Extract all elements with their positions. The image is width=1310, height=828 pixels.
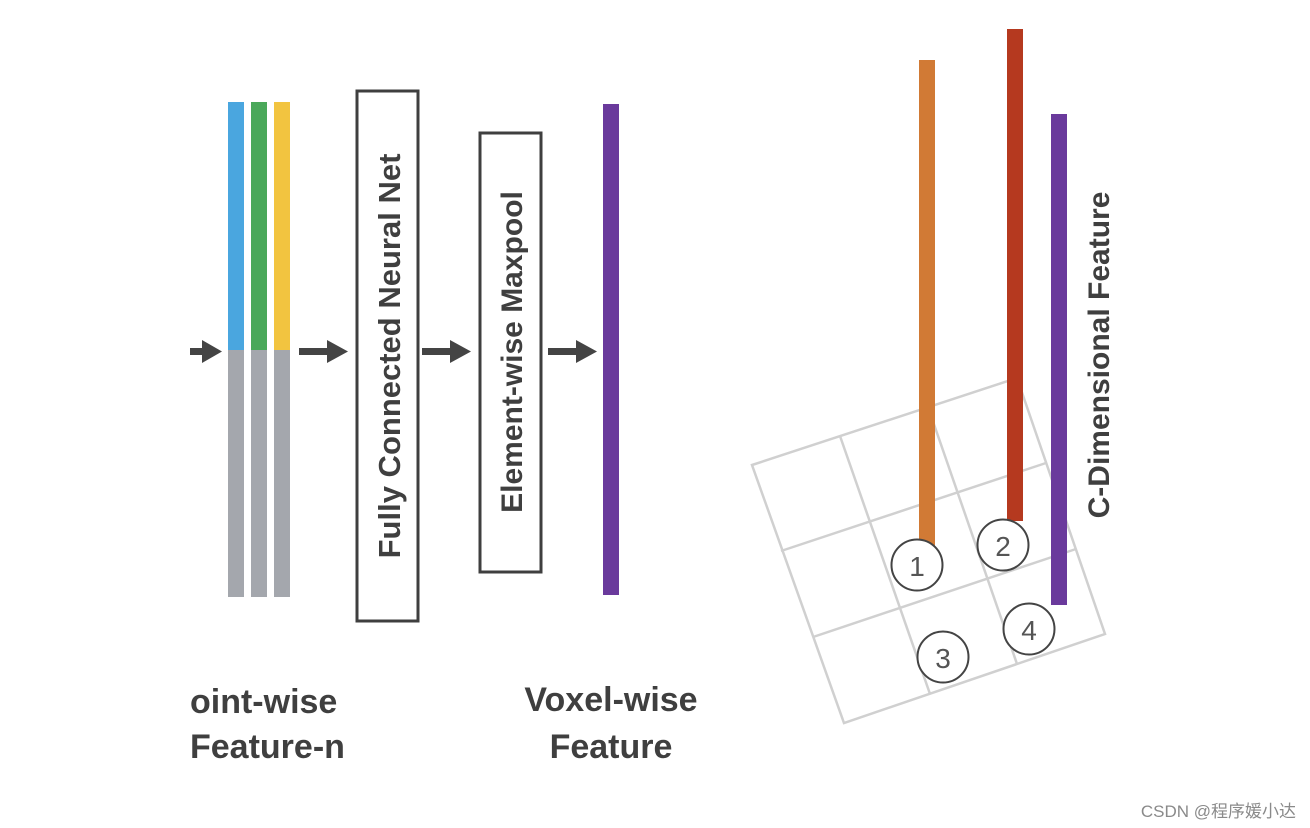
- point-number-2: 2: [995, 531, 1011, 562]
- voxelwise-caption-line2: Feature: [550, 728, 673, 766]
- arrow-right-icon: [299, 340, 348, 363]
- point-number-1: 1: [909, 551, 925, 582]
- feature-bar-green-bottom: [251, 350, 267, 597]
- point-number-3: 3: [935, 643, 951, 674]
- feature-bar-yellow-top: [274, 102, 290, 350]
- arrow-icons: [190, 340, 597, 363]
- point-marker-1: 1: [890, 538, 944, 592]
- fcn-box: Fully Connected Neural Net: [355, 89, 420, 623]
- maxpool-label: Element-wise Maxpool: [496, 191, 529, 513]
- arrow-right-icon: [422, 340, 471, 363]
- pointwise-feature-bars: [228, 102, 290, 597]
- voxelwise-caption-line1: Voxel-wise: [524, 681, 697, 719]
- c-dimensional-feature-bar: [1051, 114, 1067, 605]
- feature-bar-blue-bottom: [228, 350, 244, 597]
- pointwise-caption-line2: Feature-n: [190, 728, 345, 766]
- feature-bar-blue-top: [228, 102, 244, 350]
- point-feature-bar-orange: [919, 60, 935, 552]
- point-feature-bar-red: [1007, 29, 1023, 521]
- arrow-right-icon: [548, 340, 597, 363]
- feature-bar-yellow-bottom: [274, 350, 290, 597]
- c-dimensional-feature-label: C-Dimensional Feature: [1083, 192, 1116, 519]
- fcn-label: Fully Connected Neural Net: [372, 154, 407, 559]
- point-marker-2: 2: [976, 518, 1030, 572]
- arrow-right-icon: [190, 340, 222, 363]
- pointwise-caption-line1: oint-wise: [190, 683, 337, 721]
- point-number-4: 4: [1021, 615, 1037, 646]
- voxelwise-feature-bar: [603, 104, 619, 595]
- point-marker-4: 4: [1002, 602, 1056, 656]
- feature-bar-green-top: [251, 102, 267, 350]
- watermark: CSDN @程序媛小达: [1140, 802, 1296, 821]
- point-marker-3: 3: [916, 630, 970, 684]
- maxpool-box: Element-wise Maxpool: [478, 131, 543, 574]
